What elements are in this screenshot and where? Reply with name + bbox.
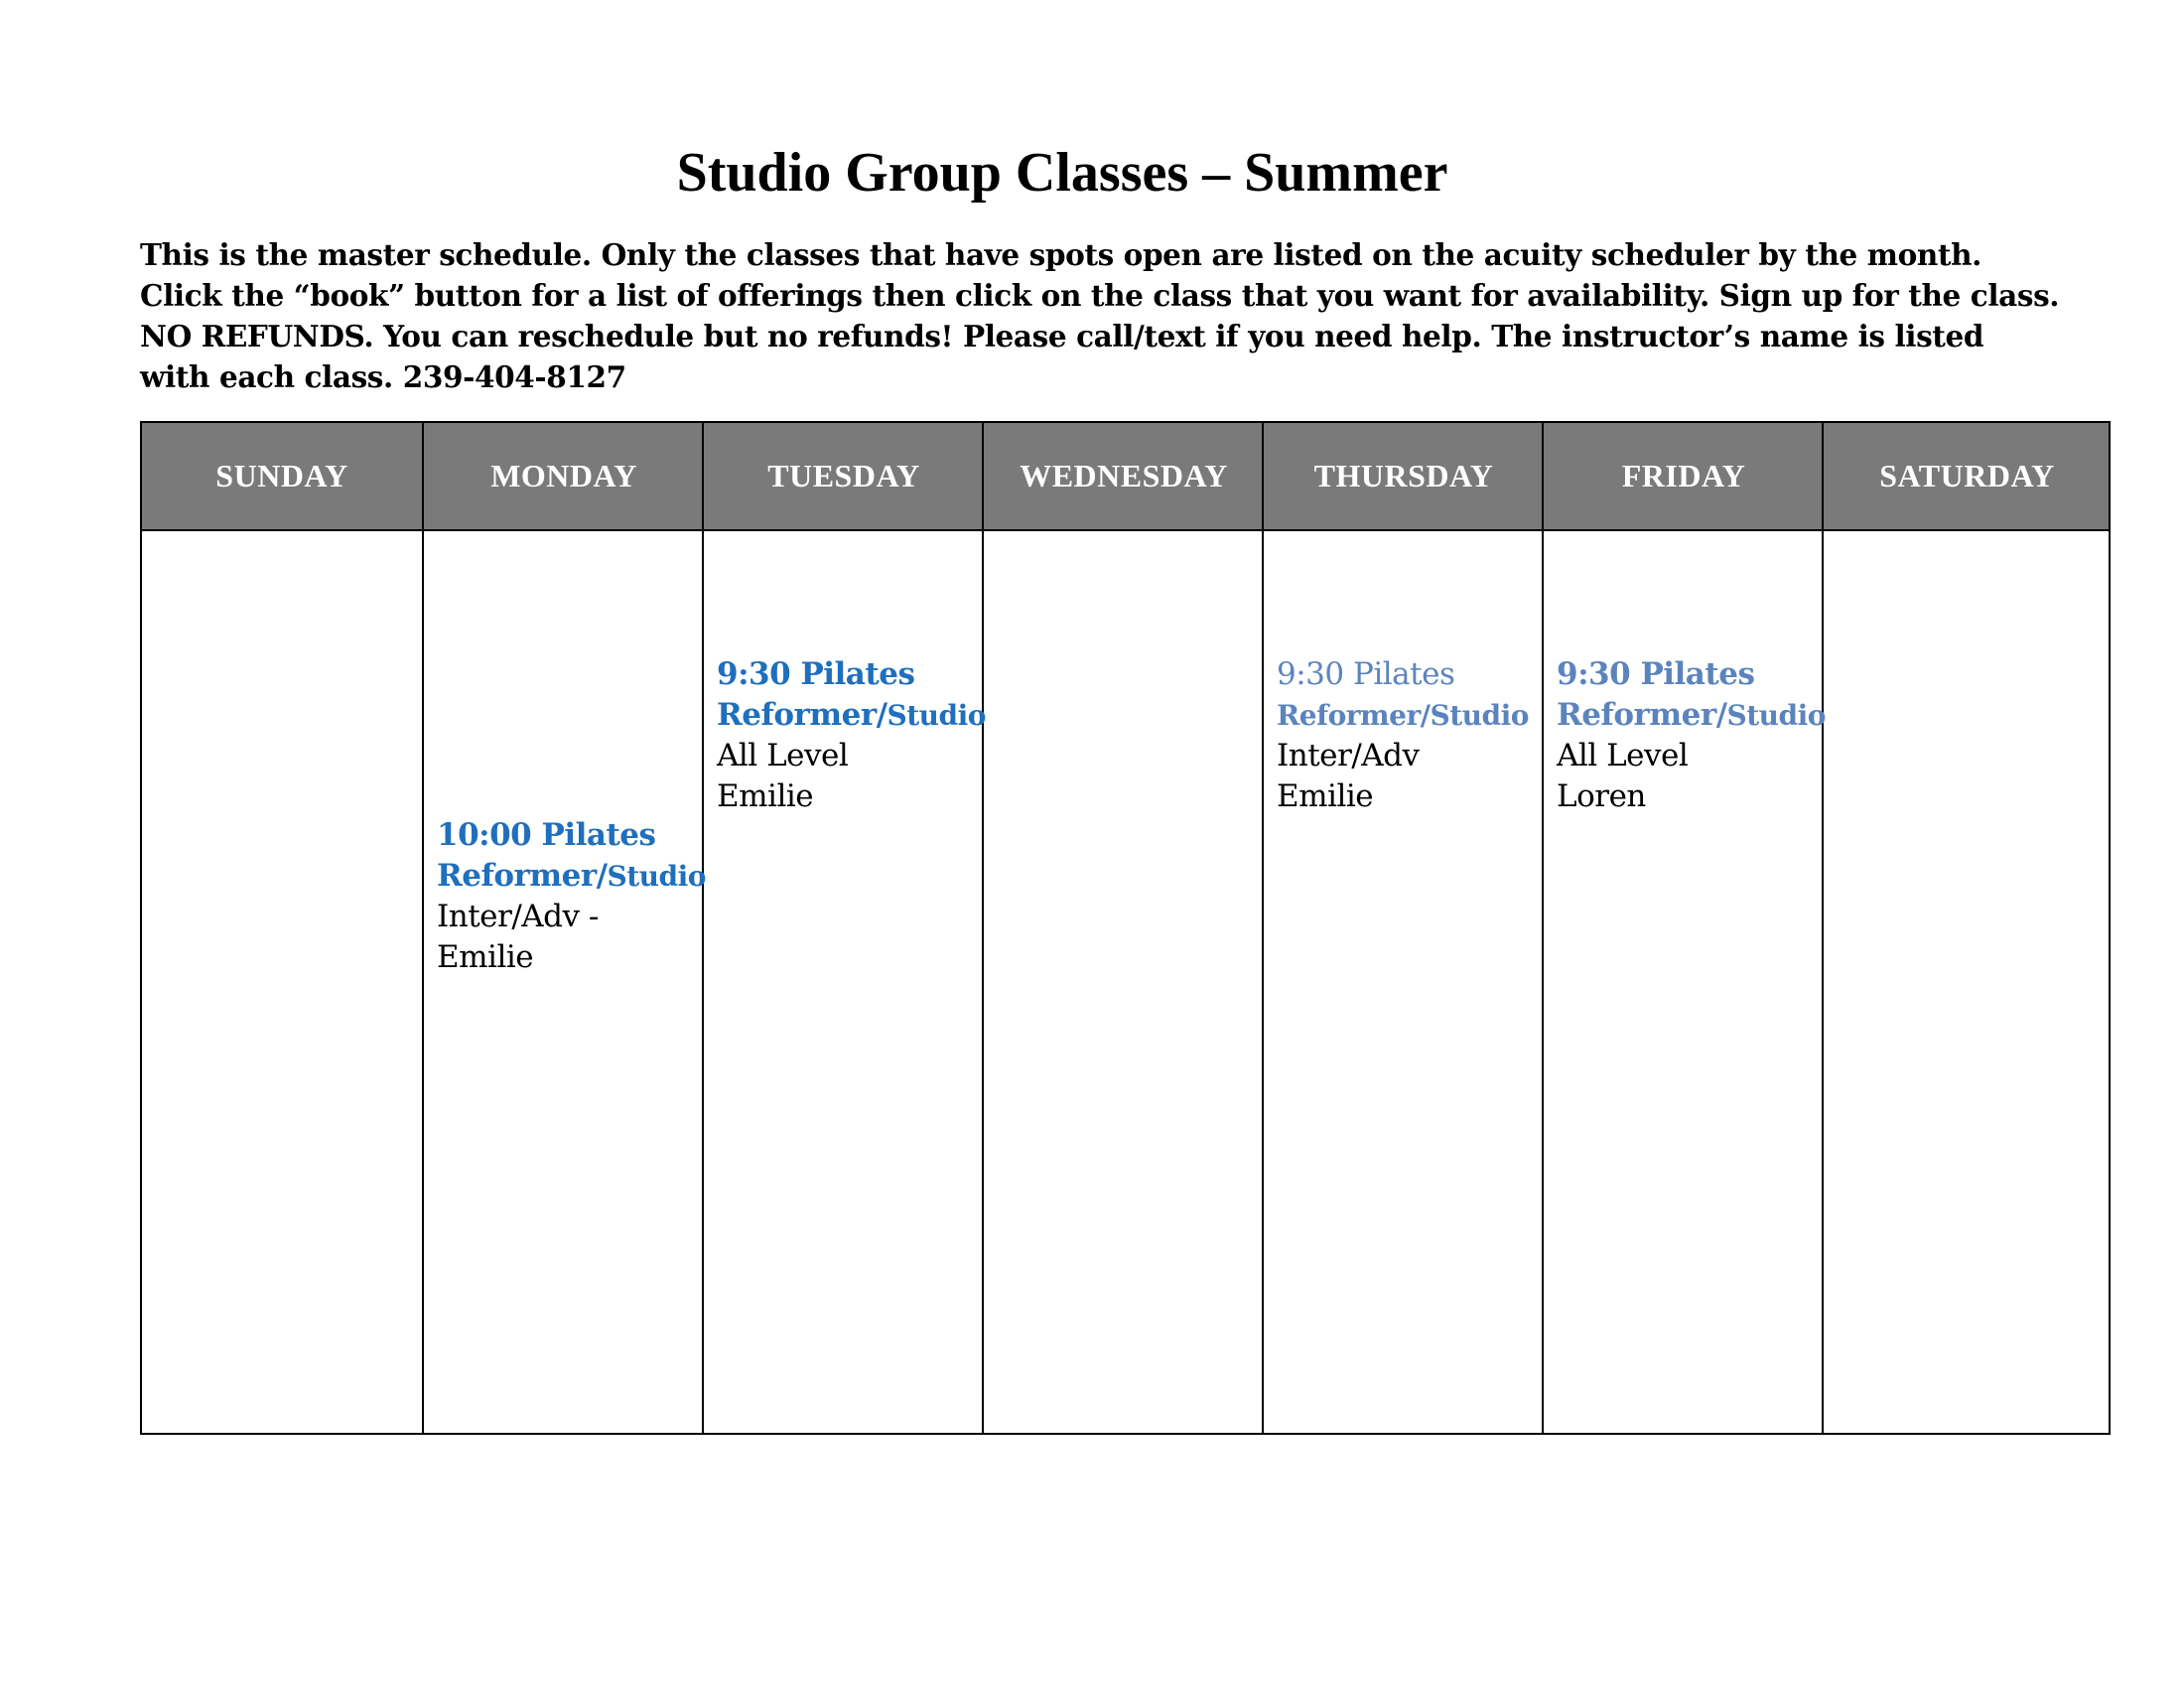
class-instructor: Loren (1557, 778, 1646, 814)
class-name-studio: Studio (1726, 699, 1827, 732)
class-name: Reformer/Studio (1557, 695, 1826, 736)
class-instructor: Emilie (717, 778, 814, 814)
class-name-main: Reformer/ (717, 697, 887, 733)
class-name-main: Reformer/ (1277, 699, 1431, 732)
class-instructor: Emilie (437, 939, 534, 975)
class-name-main: Reformer/ (1557, 697, 1727, 733)
page-title: Studio Group Classes – Summer (676, 142, 1448, 204)
column-divider (1542, 423, 1544, 1433)
class-name: Reformer/Studio (437, 856, 706, 897)
class-entry-monday: 10:00 Pilates Reformer/Studio Inter/Adv … (437, 815, 706, 978)
class-name-studio: Studio (607, 860, 707, 893)
column-divider (1822, 423, 1824, 1433)
class-name-studio: Studio (1430, 699, 1529, 732)
column-divider (1262, 423, 1264, 1433)
column-divider (422, 423, 424, 1433)
schedule-header-row: SUNDAY MONDAY TUESDAY WEDNESDAY THURSDAY… (142, 423, 2109, 531)
day-header-wednesday: WEDNESDAY (1020, 458, 1228, 493)
day-header-tuesday: TUESDAY (767, 458, 920, 493)
class-level: All Level (717, 738, 849, 774)
class-entry-friday: 9:30 Pilates Reformer/Studio All Level L… (1557, 654, 1826, 817)
day-header-thursday: THURSDAY (1313, 458, 1494, 493)
column-divider (702, 423, 704, 1433)
class-level: All Level (1557, 738, 1689, 774)
class-instructor: Emilie (1277, 778, 1374, 814)
class-time: 9:30 Pilates (717, 656, 915, 692)
day-header-friday: FRIDAY (1621, 458, 1746, 493)
class-name-studio: Studio (887, 699, 987, 732)
day-header-sunday: SUNDAY (215, 458, 348, 493)
class-time: 10:00 Pilates (437, 817, 656, 853)
day-header-monday: MONDAY (490, 458, 637, 493)
column-divider (982, 423, 984, 1433)
class-name-main: Reformer/ (437, 858, 608, 894)
day-header-saturday: SATURDAY (1879, 458, 2055, 493)
class-time: 9:30 Pilates (1277, 656, 1455, 692)
class-level: Inter/Adv - (437, 899, 599, 934)
class-name: Reformer/Studio (717, 695, 986, 736)
class-level: Inter/Adv (1277, 738, 1420, 774)
class-entry-thursday: 9:30 Pilates Reformer/Studio Inter/Adv E… (1277, 654, 1529, 817)
class-name: Reformer/Studio (1277, 695, 1529, 736)
class-time: 9:30 Pilates (1557, 656, 1755, 692)
schedule-table: SUNDAY MONDAY TUESDAY WEDNESDAY THURSDAY… (140, 421, 2111, 1435)
intro-paragraph: This is the master schedule. Only the cl… (140, 237, 2060, 394)
class-entry-tuesday: 9:30 Pilates Reformer/Studio All Level E… (717, 654, 986, 817)
